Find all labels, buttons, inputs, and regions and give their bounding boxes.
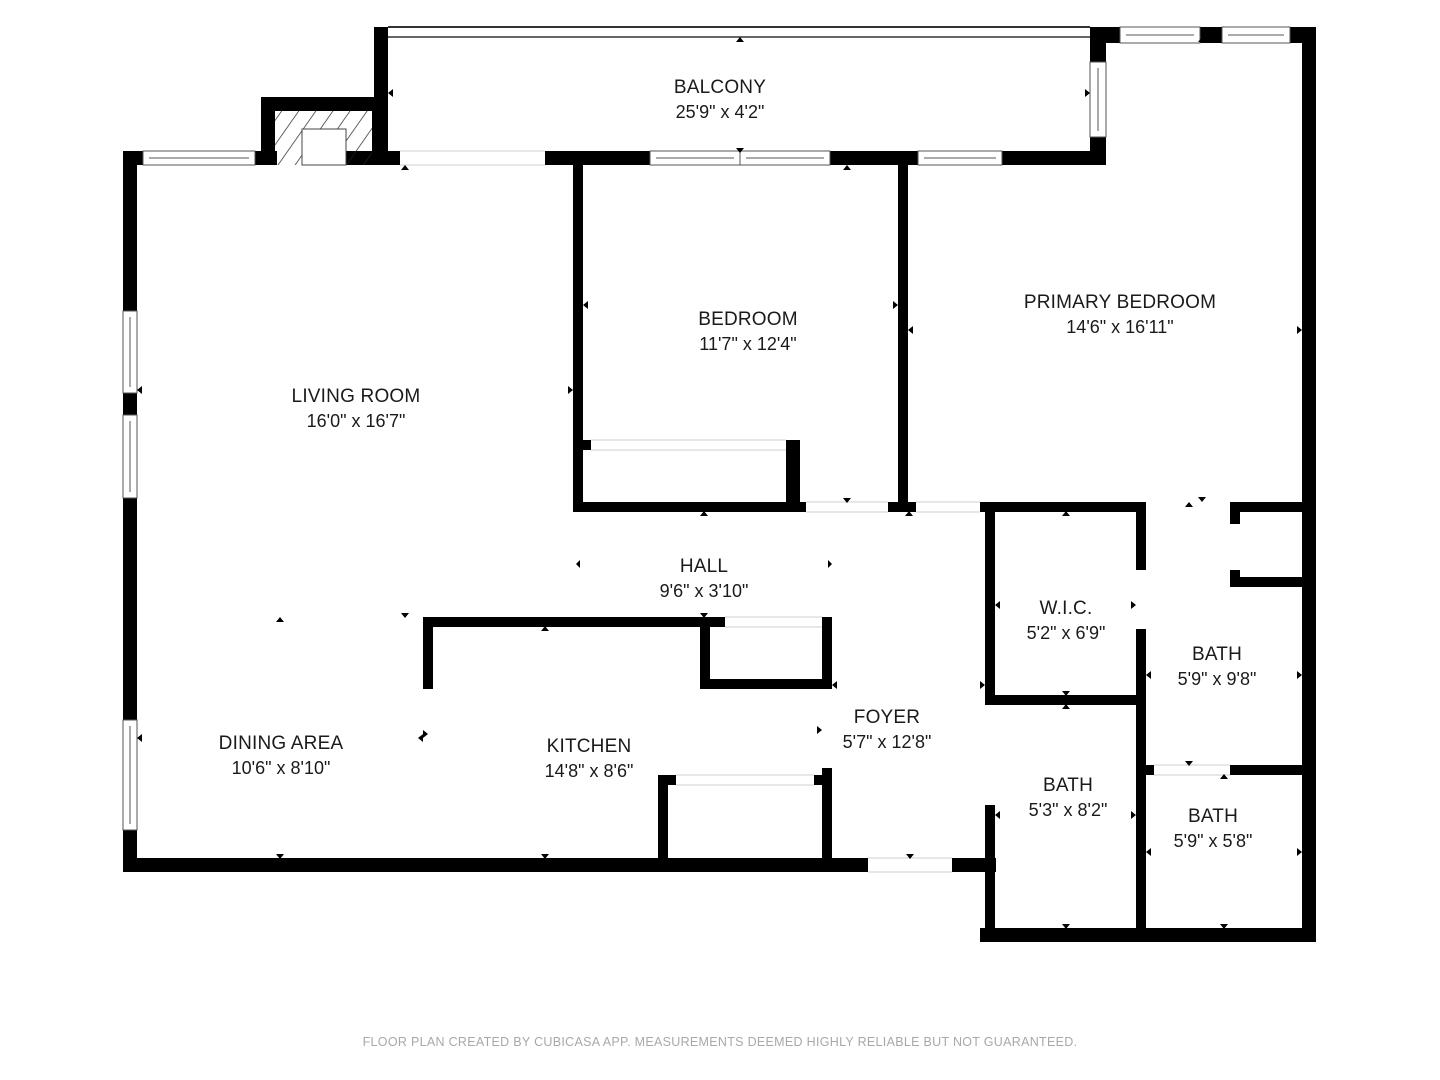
room-name: BATH: [1191, 644, 1243, 665]
room-label-bath-primary: BATH 5'9" x 9'8": [1178, 643, 1257, 691]
room-name: LIVING ROOM: [291, 386, 421, 407]
room-dimensions: 10'6" x 8'10": [231, 757, 331, 778]
room-label-bath-3: BATH 5'9" x 5'8": [1174, 805, 1253, 853]
room-dimensions: 9'6" x 3'10": [659, 580, 749, 601]
room-dimensions: 5'2" x 6'9": [1026, 622, 1106, 643]
room-dimensions: 5'3" x 8'2": [1028, 799, 1108, 820]
room-name: HALL: [679, 556, 729, 577]
room-name: FOYER: [853, 707, 921, 728]
room-name: BALCONY: [673, 77, 767, 98]
fireplace-icon: [275, 111, 372, 166]
walls: [123, 27, 1316, 942]
room-label-hall: HALL 9'6" x 3'10": [660, 555, 749, 603]
room-label-wic: W.I.C. 5'2" x 6'9": [1027, 597, 1106, 645]
room-dimensions: 5'7" x 12'8": [842, 731, 932, 752]
room-name: DINING AREA: [218, 733, 344, 754]
room-dimensions: 14'6" x 16'11": [1066, 316, 1174, 337]
disclaimer-footer: FLOOR PLAN CREATED BY CUBICASA APP. MEAS…: [362, 1035, 1078, 1049]
room-name: W.I.C.: [1039, 598, 1093, 619]
room-name: PRIMARY BEDROOM: [1023, 292, 1217, 313]
room-label-dining-area: DINING AREA 10'6" x 8'10": [219, 732, 344, 780]
room-label-living-room: LIVING ROOM 16'0" x 16'7": [292, 385, 421, 433]
windows: [122, 26, 1291, 831]
room-label-primary-bedroom: PRIMARY BEDROOM 14'6" x 16'11": [1024, 291, 1216, 339]
dimension-markers: [137, 37, 1302, 929]
room-dimensions: 5'9" x 9'8": [1177, 668, 1257, 689]
room-label-bedroom: BEDROOM 11'7" x 12'4": [698, 308, 798, 356]
room-label-kitchen: KITCHEN 14'8" x 8'6": [545, 735, 634, 783]
room-dimensions: 14'8" x 8'6": [544, 760, 634, 781]
room-name: KITCHEN: [546, 736, 632, 757]
room-label-foyer: FOYER 5'7" x 12'8": [843, 706, 932, 754]
room-label-balcony: BALCONY 25'9" x 4'2": [674, 76, 766, 124]
room-dimensions: 25'9" x 4'2": [675, 101, 765, 122]
room-name: BATH: [1187, 806, 1239, 827]
room-name: BATH: [1042, 775, 1094, 796]
room-dimensions: 11'7" x 12'4": [699, 333, 797, 354]
room-dimensions: 16'0" x 16'7": [306, 410, 406, 431]
room-name: BEDROOM: [698, 309, 798, 330]
room-dimensions: 5'9" x 5'8": [1173, 830, 1253, 851]
room-label-bath-2: BATH 5'3" x 8'2": [1029, 774, 1108, 822]
balcony-railing: [388, 26, 1090, 38]
